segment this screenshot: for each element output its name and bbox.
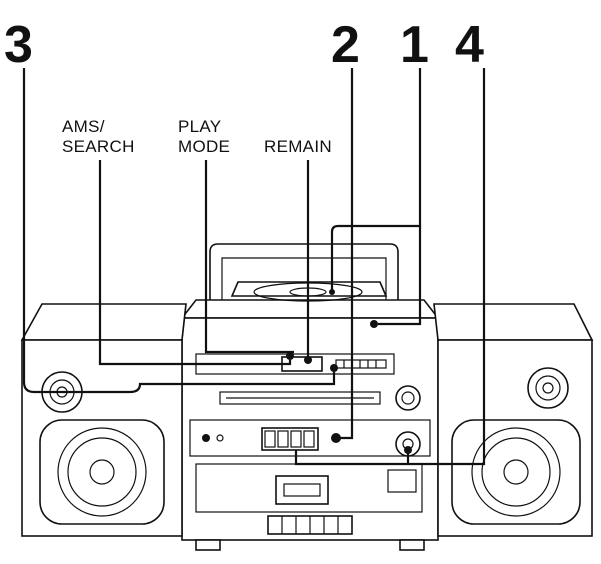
callout-2: 2 (331, 16, 360, 74)
label-play-line2: MODE (178, 137, 230, 156)
label-remain: REMAIN (264, 137, 332, 156)
label-ams-line1: AMS/ (62, 117, 105, 136)
label-ams-line2: SEARCH (62, 137, 135, 156)
boombox-illustration (20, 243, 594, 551)
label-play-line1: PLAY (178, 117, 221, 136)
callout-3: 3 (4, 16, 33, 74)
right-woofer-icon (471, 427, 561, 517)
leader-lines (22, 68, 486, 466)
volume-knob-icon (395, 385, 421, 411)
callout-4: 4 (455, 16, 484, 74)
right-tweeter-icon (527, 367, 569, 409)
left-woofer-icon (57, 427, 147, 517)
cassette-window (275, 475, 329, 505)
callout-1: 1 (400, 16, 429, 74)
